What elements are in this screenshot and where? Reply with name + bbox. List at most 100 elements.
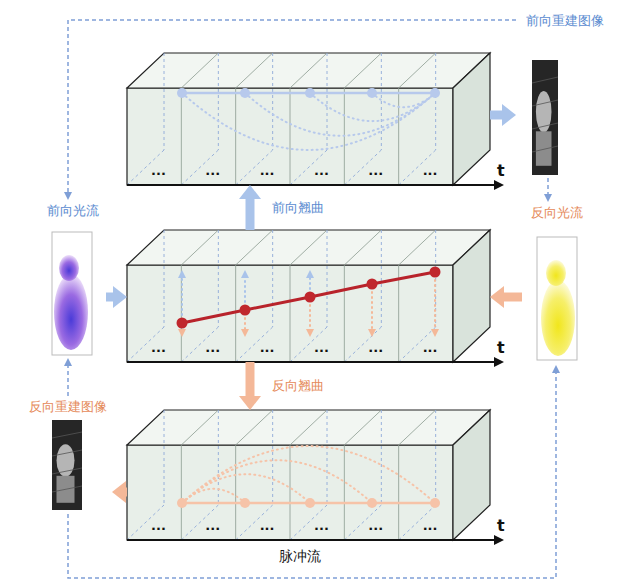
ellipsis-mark: ...	[368, 163, 383, 179]
images	[52, 60, 577, 510]
slice-edge	[399, 230, 436, 265]
dotted-down-arrow	[309, 305, 311, 330]
ellipsis-mark: ...	[368, 518, 383, 534]
ellipsis-mark: ...	[423, 518, 438, 534]
image-heading: 反向光流	[531, 205, 583, 221]
image-heading: 前向重建图像	[526, 13, 604, 29]
top-face	[127, 53, 490, 88]
slice-hidden-edge	[435, 230, 436, 327]
dotted-up-arrow	[181, 277, 183, 315]
slice-edge	[181, 230, 218, 265]
ellipsis-mark: ...	[260, 518, 275, 534]
slice-edge	[290, 230, 327, 265]
dot	[430, 88, 440, 98]
ellipsis-mark: ...	[151, 340, 166, 356]
slice-edge	[344, 230, 381, 265]
slice-edge	[236, 53, 273, 88]
ellipsis-mark: ...	[260, 340, 275, 356]
image-panel: 反向重建图像	[20, 396, 116, 514]
tensor-cuboid	[127, 230, 504, 367]
dotted-down-arrow	[371, 292, 373, 330]
image-figure	[536, 131, 552, 166]
time-axis	[127, 361, 496, 363]
slice-hidden-edge	[272, 53, 273, 150]
image-texture	[52, 468, 82, 474]
up-arrow-head	[306, 270, 314, 278]
image-texture	[52, 450, 82, 456]
time-axis-head	[494, 180, 504, 190]
down-arrow-head	[306, 329, 314, 337]
trajectory	[177, 267, 441, 338]
ellipsis-mark: ...	[260, 163, 275, 179]
dotted-down-arrow	[434, 280, 436, 330]
slice-edge	[181, 445, 182, 540]
dot	[430, 498, 440, 508]
side-face	[453, 410, 490, 540]
block-arrow	[126, 488, 127, 497]
flow-blob	[59, 255, 79, 281]
image-heading: 前向光流	[47, 203, 99, 219]
image-texture	[532, 146, 558, 152]
slice-edge	[235, 88, 236, 185]
front-face	[127, 445, 453, 540]
down-arrow-head	[368, 329, 376, 337]
dotted-arc	[372, 93, 435, 107]
dot	[367, 88, 377, 98]
image-heading: 反向重建图像	[29, 399, 107, 415]
warp-label: 前向翘曲	[272, 200, 324, 216]
slice-hidden-edge	[218, 230, 219, 327]
trajectory-dot	[177, 318, 188, 329]
slice-edge	[236, 230, 273, 265]
block-arrow	[246, 199, 255, 230]
axis-label: t	[497, 338, 505, 357]
slice-edge	[290, 53, 327, 88]
slice-hidden-edge	[435, 53, 436, 150]
trajectory-dot	[367, 279, 378, 290]
slice-edge	[290, 265, 291, 362]
dashed-feedback-arrow	[68, 20, 516, 192]
dot	[305, 88, 315, 98]
time-axis-head	[494, 535, 504, 545]
slice-hidden-edge	[327, 410, 328, 505]
warp-label: 反向翘曲	[272, 378, 324, 394]
forward-dots	[177, 88, 440, 150]
slice-edge	[344, 445, 345, 540]
slice-edge	[344, 410, 381, 445]
slice-edge	[344, 53, 381, 88]
dotted-up-arrow	[244, 277, 246, 302]
dashed-feedback-arrow	[547, 178, 549, 194]
slice-hidden-edge	[218, 410, 219, 505]
image-frame	[52, 420, 82, 510]
dotted-arc	[182, 460, 372, 503]
image-panel: 反向光流	[522, 202, 592, 365]
slice-edge	[290, 88, 291, 185]
block-arrow	[490, 111, 502, 120]
ellipsis-mark: ...	[205, 163, 220, 179]
stream-label: 脉冲流	[279, 548, 321, 565]
ellipsis-mark: ...	[314, 518, 329, 534]
dashed-feedback-arrow	[68, 373, 556, 578]
slice-edge	[290, 410, 327, 445]
time-axis	[127, 184, 496, 186]
ellipsis-mark: ...	[368, 340, 383, 356]
slice-hidden-edge	[327, 53, 328, 150]
ellipsis-mark: ...	[205, 340, 220, 356]
slice-hidden-edge	[381, 410, 382, 505]
dotted-arc	[182, 93, 435, 150]
slice-edge	[181, 410, 218, 445]
slice-edge	[235, 445, 236, 540]
side-face	[453, 53, 490, 185]
ellipsis-mark: ...	[314, 163, 329, 179]
tensor-cuboid	[127, 53, 504, 190]
ellipsis-mark: ...	[151, 163, 166, 179]
slice-hidden-edge	[435, 410, 436, 505]
up-arrow-head	[241, 270, 249, 278]
slice-hidden-edge	[218, 53, 219, 150]
image-frame	[532, 60, 558, 175]
tensor-box: ..................	[127, 230, 490, 362]
flow-image	[52, 232, 92, 355]
slice-hidden-edge	[164, 230, 165, 327]
image-texture	[52, 486, 82, 492]
image-texture	[532, 100, 558, 106]
